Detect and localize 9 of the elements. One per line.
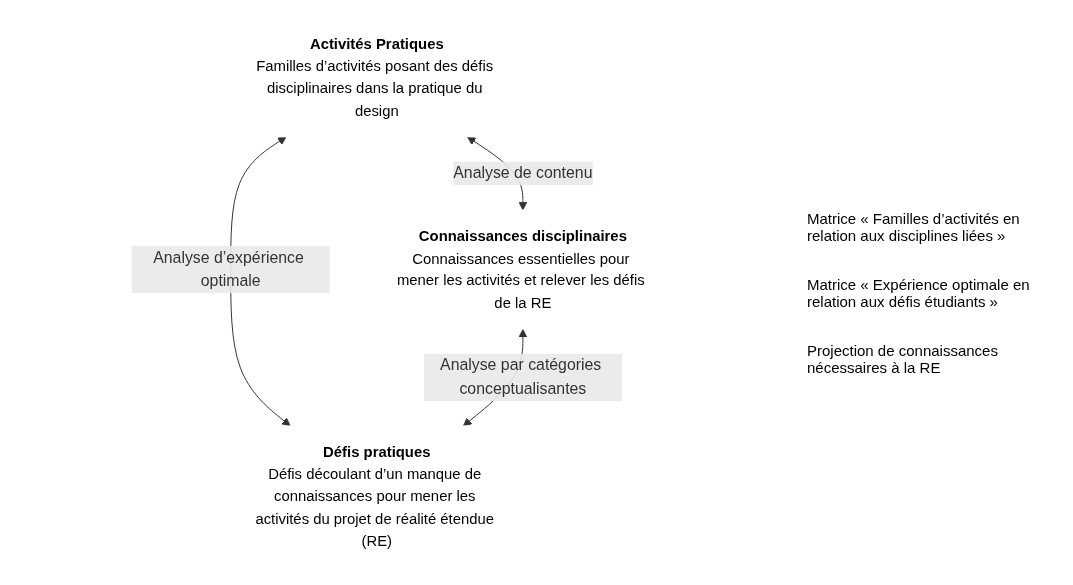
edge-label: Analyse par catégories conceptualisantes: [440, 356, 602, 398]
node-text: Défis pratiques Défis découlant d’un manque de connaissances pour mener les activités du projet de réalité étendue (RE): [255, 442, 495, 549]
edge-label: Analyse de contenu: [453, 164, 593, 182]
note-text: Projection de connaissances nécessaires à la RE: [806, 340, 999, 378]
node-text: Connaissances disciplinaires Connaissances essentielles pour mener les activités et relever les défis de la RE: [396, 226, 645, 311]
note-text: Matrice « Familles d’activités en relation aux disciplines liées »: [806, 208, 1021, 246]
edge-label: Analyse d’expérience optimale: [153, 248, 304, 290]
note-text: Matrice « Expérience optimale en relation aux défis étudiants »: [806, 274, 1031, 312]
node-text: Activités Pratiques Familles d’activités posant des défis disciplinaires dans la pratique du design: [256, 34, 494, 119]
